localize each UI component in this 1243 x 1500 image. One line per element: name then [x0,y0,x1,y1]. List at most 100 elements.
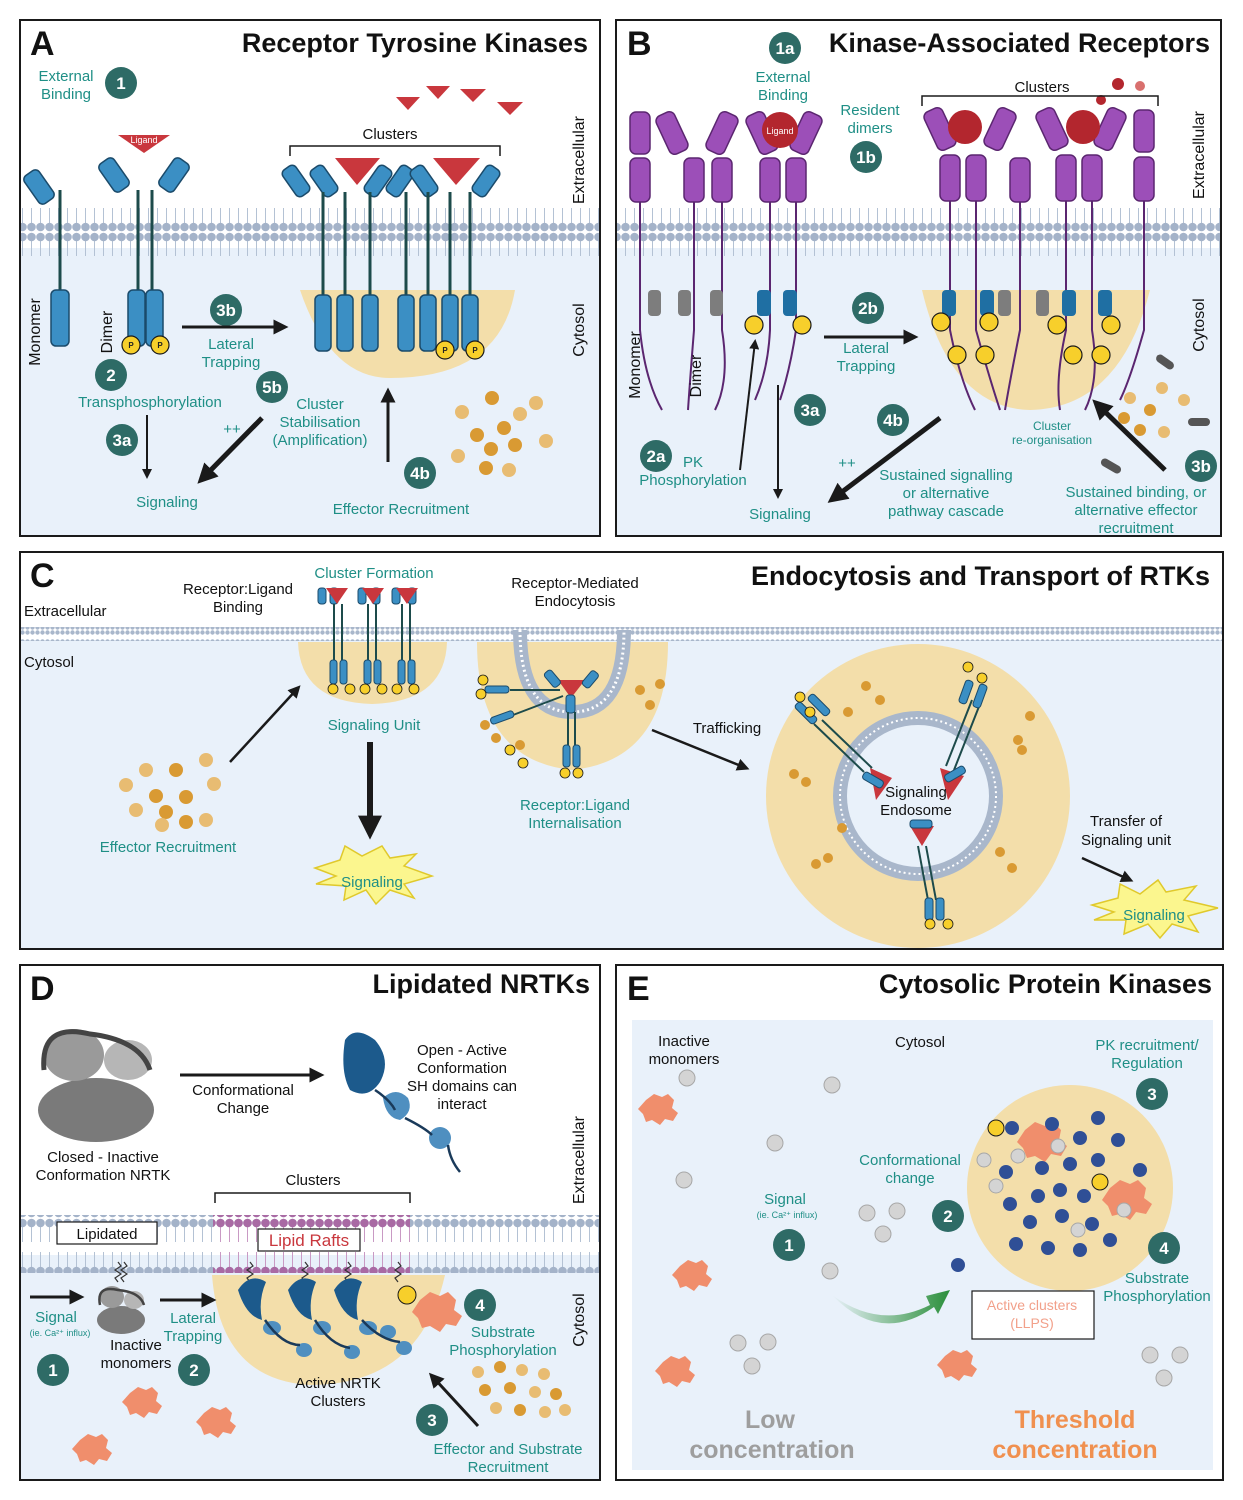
conformational-change-label-2: Change [217,1100,270,1117]
cytosol-label: Cytosol [571,303,588,356]
panel-title: Receptor Tyrosine Kinases [242,28,588,58]
active-clusters-label: Active clusters [987,1297,1077,1313]
active-nrtk-clusters [238,1278,412,1359]
sustained-binding-label-3: recruitment [1098,520,1174,537]
step-number: 2 [943,1207,952,1226]
step-number: 4 [475,1296,485,1315]
step-number: 4 [1159,1239,1169,1258]
internalisation-label: Receptor:Ligand [520,797,630,814]
kar-tails [639,201,1145,411]
panel-d: D Lipidated NRTKs Closed - Inactive Conf… [19,964,601,1481]
active-nrtk-label-2: Clusters [310,1393,365,1410]
cell-membrane [21,206,599,264]
substrate-phosphorylation-label-2: Phosphorylation [449,1342,557,1359]
effector-recruitment-label: Effector Recruitment [100,839,237,856]
step-number: 4b [410,464,430,483]
closed-inactive-label: Closed - Inactive [47,1149,159,1166]
effector-substrate-label-2: Recruitment [468,1459,550,1476]
clusters-bracket [214,1192,411,1203]
panel-letter: A [30,25,55,63]
dimer-label: Dimer [99,310,116,353]
sustained-signalling-label-2: or alternative [903,485,990,502]
panel-b: B Kinase-Associated Receptors 1a Externa… [615,19,1222,537]
receptor-ligand-binding-label: Receptor:Ligand [183,581,293,598]
panel-title: Lipidated NRTKs [372,969,590,999]
signal-label: Signal [35,1309,77,1326]
inactive-monomer-spheres [675,1069,1189,1387]
lateral-trapping-label-2: Trapping [164,1328,223,1345]
pk-recruitment-label-2: Regulation [1111,1055,1183,1072]
inactive-monomers-label: Inactive [658,1033,710,1050]
cytosol-label: Cytosol [24,654,74,671]
threshold-concentration-label-2: concentration [992,1436,1157,1464]
conformational-change-label-2: change [885,1170,934,1187]
effector-molecules [119,753,221,832]
ligand [118,135,170,153]
signaling-endosome-label: Signaling [885,784,947,801]
step-badge [932,1200,964,1232]
signaling-unit-label: Signaling Unit [328,717,421,734]
active-nrtk-label: Active NRTK [295,1375,381,1392]
monomer-label: Monomer [27,298,44,366]
free-ligand [1096,95,1106,105]
step-number: 1a [776,39,795,58]
step-number: 2b [858,299,878,318]
endosome-receptors [789,661,1035,930]
step-number: 3b [216,301,236,320]
step-badge [1148,1232,1180,1264]
internalising-receptors [475,669,665,779]
cluster-reorganisation-label: Cluster [1033,419,1071,433]
monomer-label: Monomer [627,331,644,399]
resident-dimers-label: Resident [840,102,900,119]
sustained-signalling-label-3: pathway cascade [888,503,1004,520]
step-badge [852,292,884,324]
panel-letter: B [627,25,652,63]
lateral-trapping-label-2: Trapping [837,358,896,375]
ligand-sphere [948,110,982,144]
phospho-p: P [157,341,163,350]
recruitment-arrow [229,685,301,763]
step-number: 3b [1191,457,1211,476]
phospho-sites [744,312,1121,365]
signaling-burst [1089,878,1219,940]
substrate-phosphorylation-label-2: Phosphorylation [1103,1288,1211,1305]
cytosol-label: Cytosol [895,1034,945,1051]
clusters-bracket [289,145,501,156]
sustained-signaling-arrow [827,416,942,503]
effector-molecules [1100,354,1210,474]
closed-nrtk [38,1029,154,1142]
free-ligand [1112,78,1124,90]
transphosphorylation-label: Transphosphorylation [78,394,222,411]
effector-binding-arrow [1092,399,1167,472]
step-number: 1 [784,1236,793,1255]
clusters-label: Clusters [285,1172,340,1189]
lateral-trapping-label: Lateral [843,340,889,357]
active-clusters-box [971,1290,1095,1340]
lateral-trapping-label-2: Trapping [202,354,261,371]
panel-title: Endocytosis and Transport of RTKs [751,561,1210,591]
conformational-change-label: Conformational [859,1152,961,1169]
pk-phosphorylation-arrow [739,339,760,471]
internalisation-label-2: Internalisation [528,815,621,832]
step-badge [640,440,672,472]
conformational-change-label: Conformational [192,1082,294,1099]
amplification-arrow [197,416,264,484]
open-active-label: Open - Active [417,1042,507,1059]
step-badge [37,1354,69,1386]
sustained-signalling-label: Sustained signalling [879,467,1012,484]
free-ligands [396,86,523,115]
panel-c: C Endocytosis and Transport of RTKs Extr… [19,551,1224,950]
lipid-rafts-box [257,1228,361,1252]
cluster-stabilisation-label-3: (Amplification) [272,432,367,449]
phospho-p: P [472,346,478,355]
external-binding-label: External [755,69,810,86]
transfer-label: Transfer of [1090,813,1163,830]
extracellular-label: Extracellular [1191,110,1208,199]
step-badge [1185,450,1217,482]
effector-substrate-label: Effector and Substrate [434,1441,583,1458]
external-binding-label: External [38,68,93,85]
extracellular-label: Extracellular [24,603,107,620]
panel-a: A Receptor Tyrosine Kinases External Bin… [19,19,601,537]
lateral-trapping-label: Lateral [208,336,254,353]
